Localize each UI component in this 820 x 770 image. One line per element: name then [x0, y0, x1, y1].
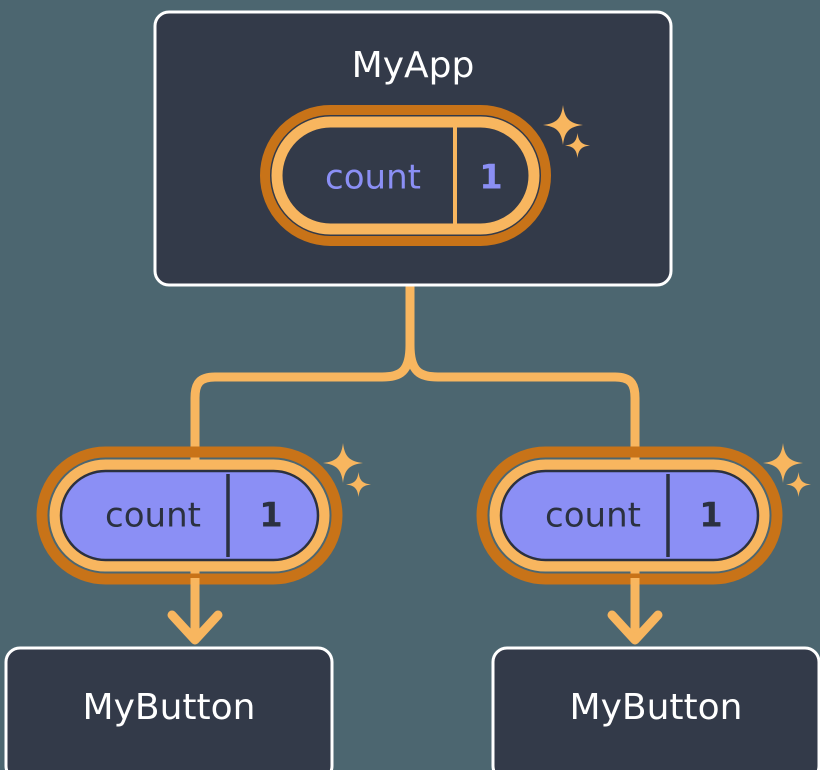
connector-branch-left [190, 344, 415, 470]
node-mybutton-left[interactable]: MyButton [4, 646, 334, 770]
pill-value-label: 1 [479, 158, 503, 198]
connector-branch-right [405, 344, 640, 470]
arrow-down-icon [167, 578, 223, 645]
mybutton-card-body [491, 646, 820, 770]
right-state-pill[interactable]: count 1 [476, 446, 783, 585]
mybutton-card-body [4, 646, 334, 770]
pill-value-label: 1 [259, 496, 283, 536]
myapp-state-pill[interactable]: count 1 [260, 105, 551, 246]
pill-inner-ring [271, 116, 540, 235]
left-state-pill[interactable]: count 1 [36, 446, 343, 585]
sparkle-small-icon [346, 472, 371, 497]
arrow-down-icon [607, 578, 663, 645]
pill-value-label: 1 [699, 496, 723, 536]
branch-left: count 1 MyButton [4, 443, 371, 770]
pill-outer-ring [36, 446, 343, 585]
pill-body [59, 469, 320, 562]
pill-outer-ring [476, 446, 783, 585]
node-myapp[interactable]: MyApp count 1 [153, 10, 673, 287]
branch-right: count 1 MyButton [476, 443, 820, 770]
pill-outer-ring [260, 105, 551, 246]
pill-key-label: count [545, 496, 641, 536]
mybutton-label: MyButton [83, 687, 256, 728]
sparkle-small-icon [786, 472, 811, 497]
node-mybutton-right[interactable]: MyButton [491, 646, 820, 770]
pill-key-label: count [105, 496, 201, 536]
mybutton-label: MyButton [570, 687, 743, 728]
myapp-label: MyApp [352, 45, 475, 86]
pill-key-label: count [325, 158, 421, 198]
pill-body [499, 469, 760, 562]
